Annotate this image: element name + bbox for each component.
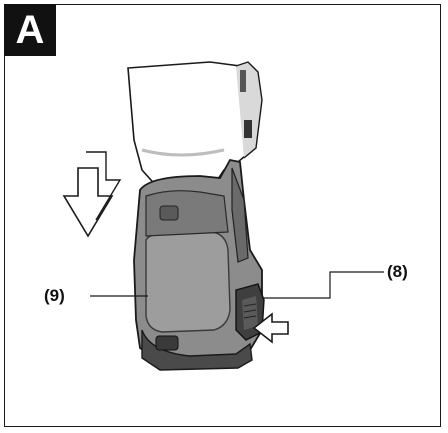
- panel-label: A: [4, 4, 56, 56]
- down-arrow-icon: [62, 151, 122, 238]
- tool-handle: [127, 61, 263, 191]
- callout-9-label: (9): [44, 286, 65, 305]
- callout-line-8: [262, 271, 384, 299]
- push-arrow-icon: [252, 312, 289, 344]
- figure-frame: [4, 4, 441, 427]
- battery-pack: [133, 158, 263, 371]
- callout-8-label: (8): [387, 262, 408, 281]
